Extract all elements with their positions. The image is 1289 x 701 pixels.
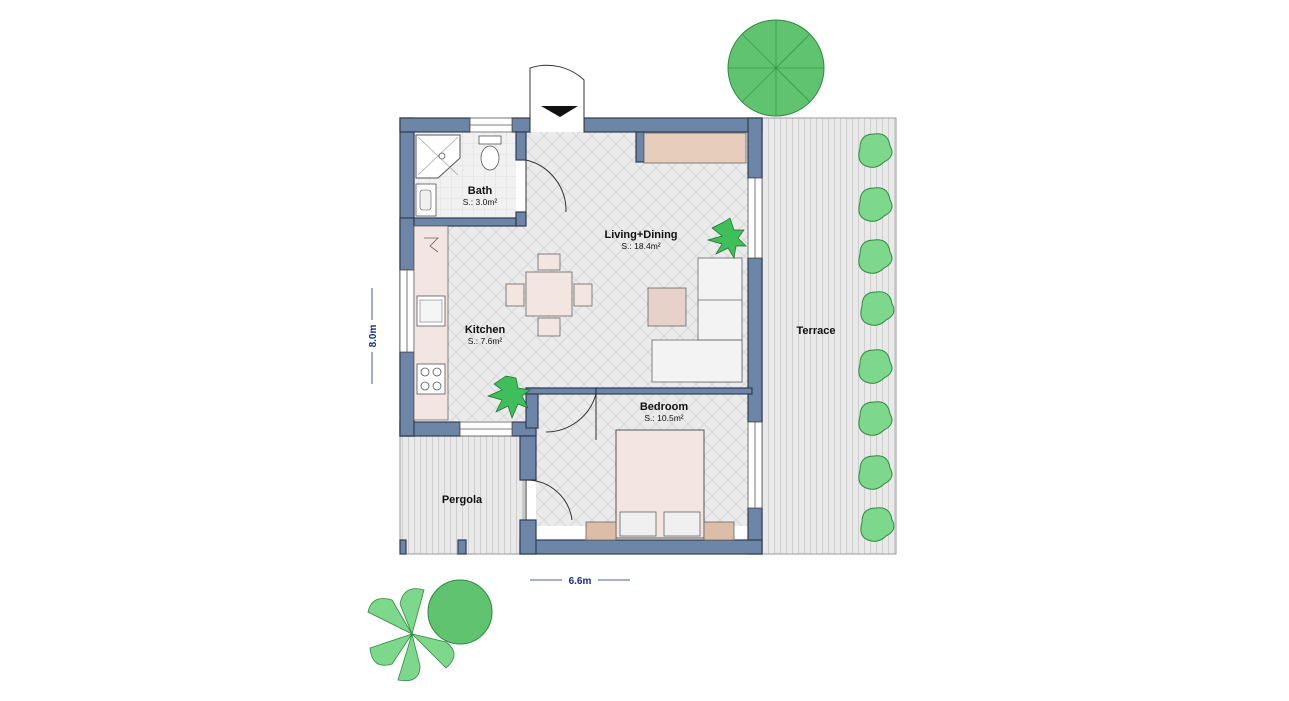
dimension-height: 8.0m	[368, 288, 379, 384]
room-name-bedroom: Bedroom	[640, 401, 689, 413]
room-area-living: S.: 18.4m²	[621, 241, 660, 251]
plant-icon-kitchen	[486, 375, 531, 419]
room-name-terrace: Terrace	[797, 325, 836, 337]
room-area-kitchen: S.: 7.6m²	[468, 336, 503, 346]
windows	[399, 117, 763, 509]
stove-icon	[416, 363, 446, 395]
sideboard	[643, 132, 747, 164]
room-name-pergola: Pergola	[442, 494, 483, 506]
room-name-living: Living+Dining	[604, 229, 677, 241]
nightstand-right	[703, 521, 735, 541]
plant-icon-living	[706, 217, 747, 259]
entrance-arrow-icon	[541, 106, 578, 117]
kitchen-counter	[413, 225, 449, 421]
bath-fixtures	[415, 134, 502, 217]
dimension-width-label: 6.6m	[569, 576, 592, 587]
pergola	[399, 435, 525, 555]
entrance-door[interactable]	[529, 64, 585, 132]
fridge-icon	[424, 237, 439, 253]
tree-icon-top	[727, 19, 825, 117]
door-swings	[525, 159, 597, 521]
dimension-height-label: 8.0m	[368, 324, 379, 347]
room-area-bedroom: S.: 10.5m²	[644, 413, 683, 423]
dining-table	[505, 253, 593, 337]
tree-icon-bottom	[367, 579, 493, 682]
toilet-icon	[478, 135, 502, 171]
room-name-bath: Bath	[468, 185, 493, 197]
room-area-bath: S.: 3.0m²	[463, 197, 498, 207]
nightstand-left	[585, 521, 617, 541]
sink-icon	[415, 183, 437, 217]
terrace-shrubs	[858, 133, 895, 542]
room-name-kitchen: Kitchen	[465, 324, 506, 336]
dimension-width: 6.6m	[530, 576, 630, 587]
sofa	[651, 257, 743, 383]
bed	[585, 429, 735, 541]
coffee-table	[647, 287, 687, 327]
